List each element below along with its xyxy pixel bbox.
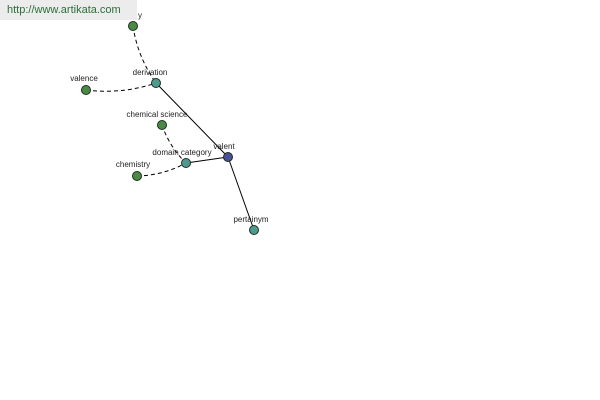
edge-chemical-science-to-domain-category xyxy=(161,124,187,164)
node-derivation[interactable] xyxy=(151,78,161,88)
nodes-layer xyxy=(81,21,259,235)
labels-layer: y derivation valence chemical science domain… xyxy=(70,11,269,224)
edges-layer xyxy=(85,25,255,231)
node-chemistry[interactable] xyxy=(132,171,142,181)
node-chemical-science[interactable] xyxy=(157,120,167,130)
node-label-chemical-science[interactable]: chemical science xyxy=(127,110,188,119)
node-label-valent[interactable]: valent xyxy=(213,142,235,151)
node-valence[interactable] xyxy=(81,85,91,95)
edge-y-to-derivation xyxy=(132,25,157,84)
node-valent[interactable] xyxy=(223,152,233,162)
edge-valent-to-pertainym xyxy=(227,156,255,231)
node-label-pertainym[interactable]: pertainym xyxy=(233,215,268,224)
edge-derivation-to-valent xyxy=(155,82,229,158)
watermark-url[interactable]: http://www.artikata.com xyxy=(0,0,137,20)
node-label-y[interactable]: y xyxy=(138,11,142,20)
node-pertainym[interactable] xyxy=(249,225,259,235)
node-label-domain-category[interactable]: domain category xyxy=(152,148,211,157)
node-label-valence[interactable]: valence xyxy=(70,74,98,83)
node-label-chemistry[interactable]: chemistry xyxy=(116,160,150,169)
edge-valence-to-derivation xyxy=(85,82,157,92)
node-domain-category[interactable] xyxy=(181,158,191,168)
node-y[interactable] xyxy=(128,21,138,31)
edge-domain-category-to-valent xyxy=(185,156,229,164)
node-label-derivation[interactable]: derivation xyxy=(133,68,168,77)
